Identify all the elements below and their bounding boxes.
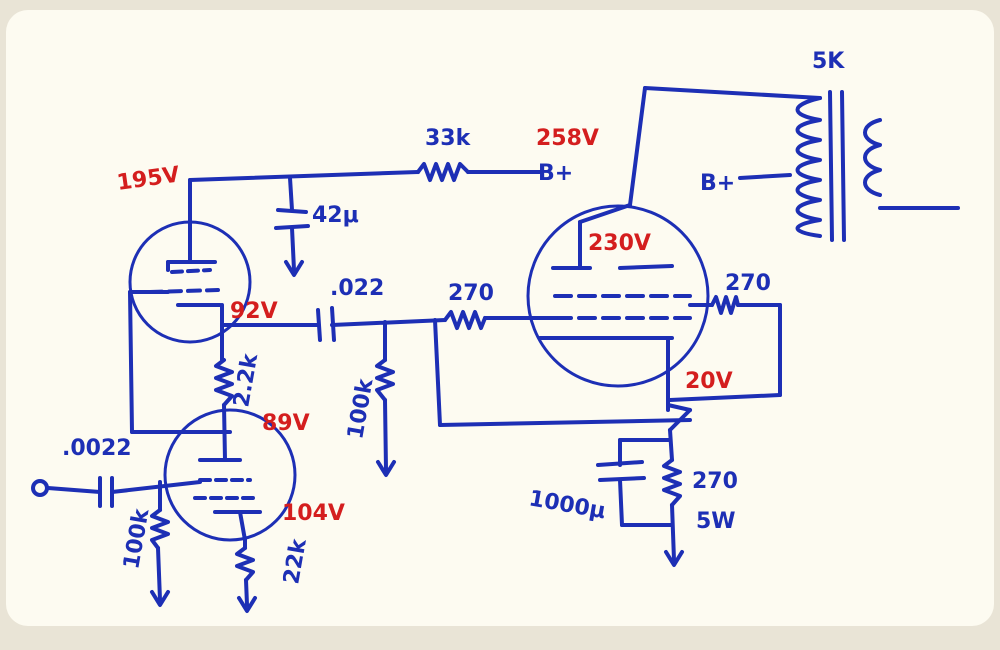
grid-stop-1-label: 270 [448, 281, 494, 306]
r-dropper-label: 33k [425, 126, 472, 151]
pentode [526, 204, 710, 412]
voltage-v2-plate: 89V [262, 411, 310, 436]
capacitors [98, 208, 646, 508]
transformer-label: 5K [812, 49, 845, 74]
cap-coupling-label: .022 [330, 276, 384, 301]
bplus-xfmr-label: B+ [700, 171, 735, 196]
ground-symbols [150, 260, 684, 613]
voltage-v2-cathode: 104V [282, 501, 345, 526]
r-cathode-power-label: 270 [692, 469, 738, 494]
bplus-label: B+ [538, 161, 573, 186]
voltage-v1-cathode: 92V [230, 299, 278, 324]
input-jack-icon [31, 479, 49, 497]
voltage-power-plate: 230V [588, 231, 651, 256]
voltage-power-cathode: 20V [685, 369, 733, 394]
resistors [150, 162, 740, 582]
output-transformer [795, 90, 960, 242]
cap-filter-label: 42μ [312, 203, 359, 228]
r-cathode-power-rating: 5W [696, 509, 736, 534]
grid-stop-2-label: 270 [725, 271, 771, 296]
cap-input-label: .0022 [62, 436, 132, 461]
triode-lower [163, 408, 297, 542]
voltage-bplus: 258V [536, 126, 599, 151]
wiring [46, 86, 822, 607]
